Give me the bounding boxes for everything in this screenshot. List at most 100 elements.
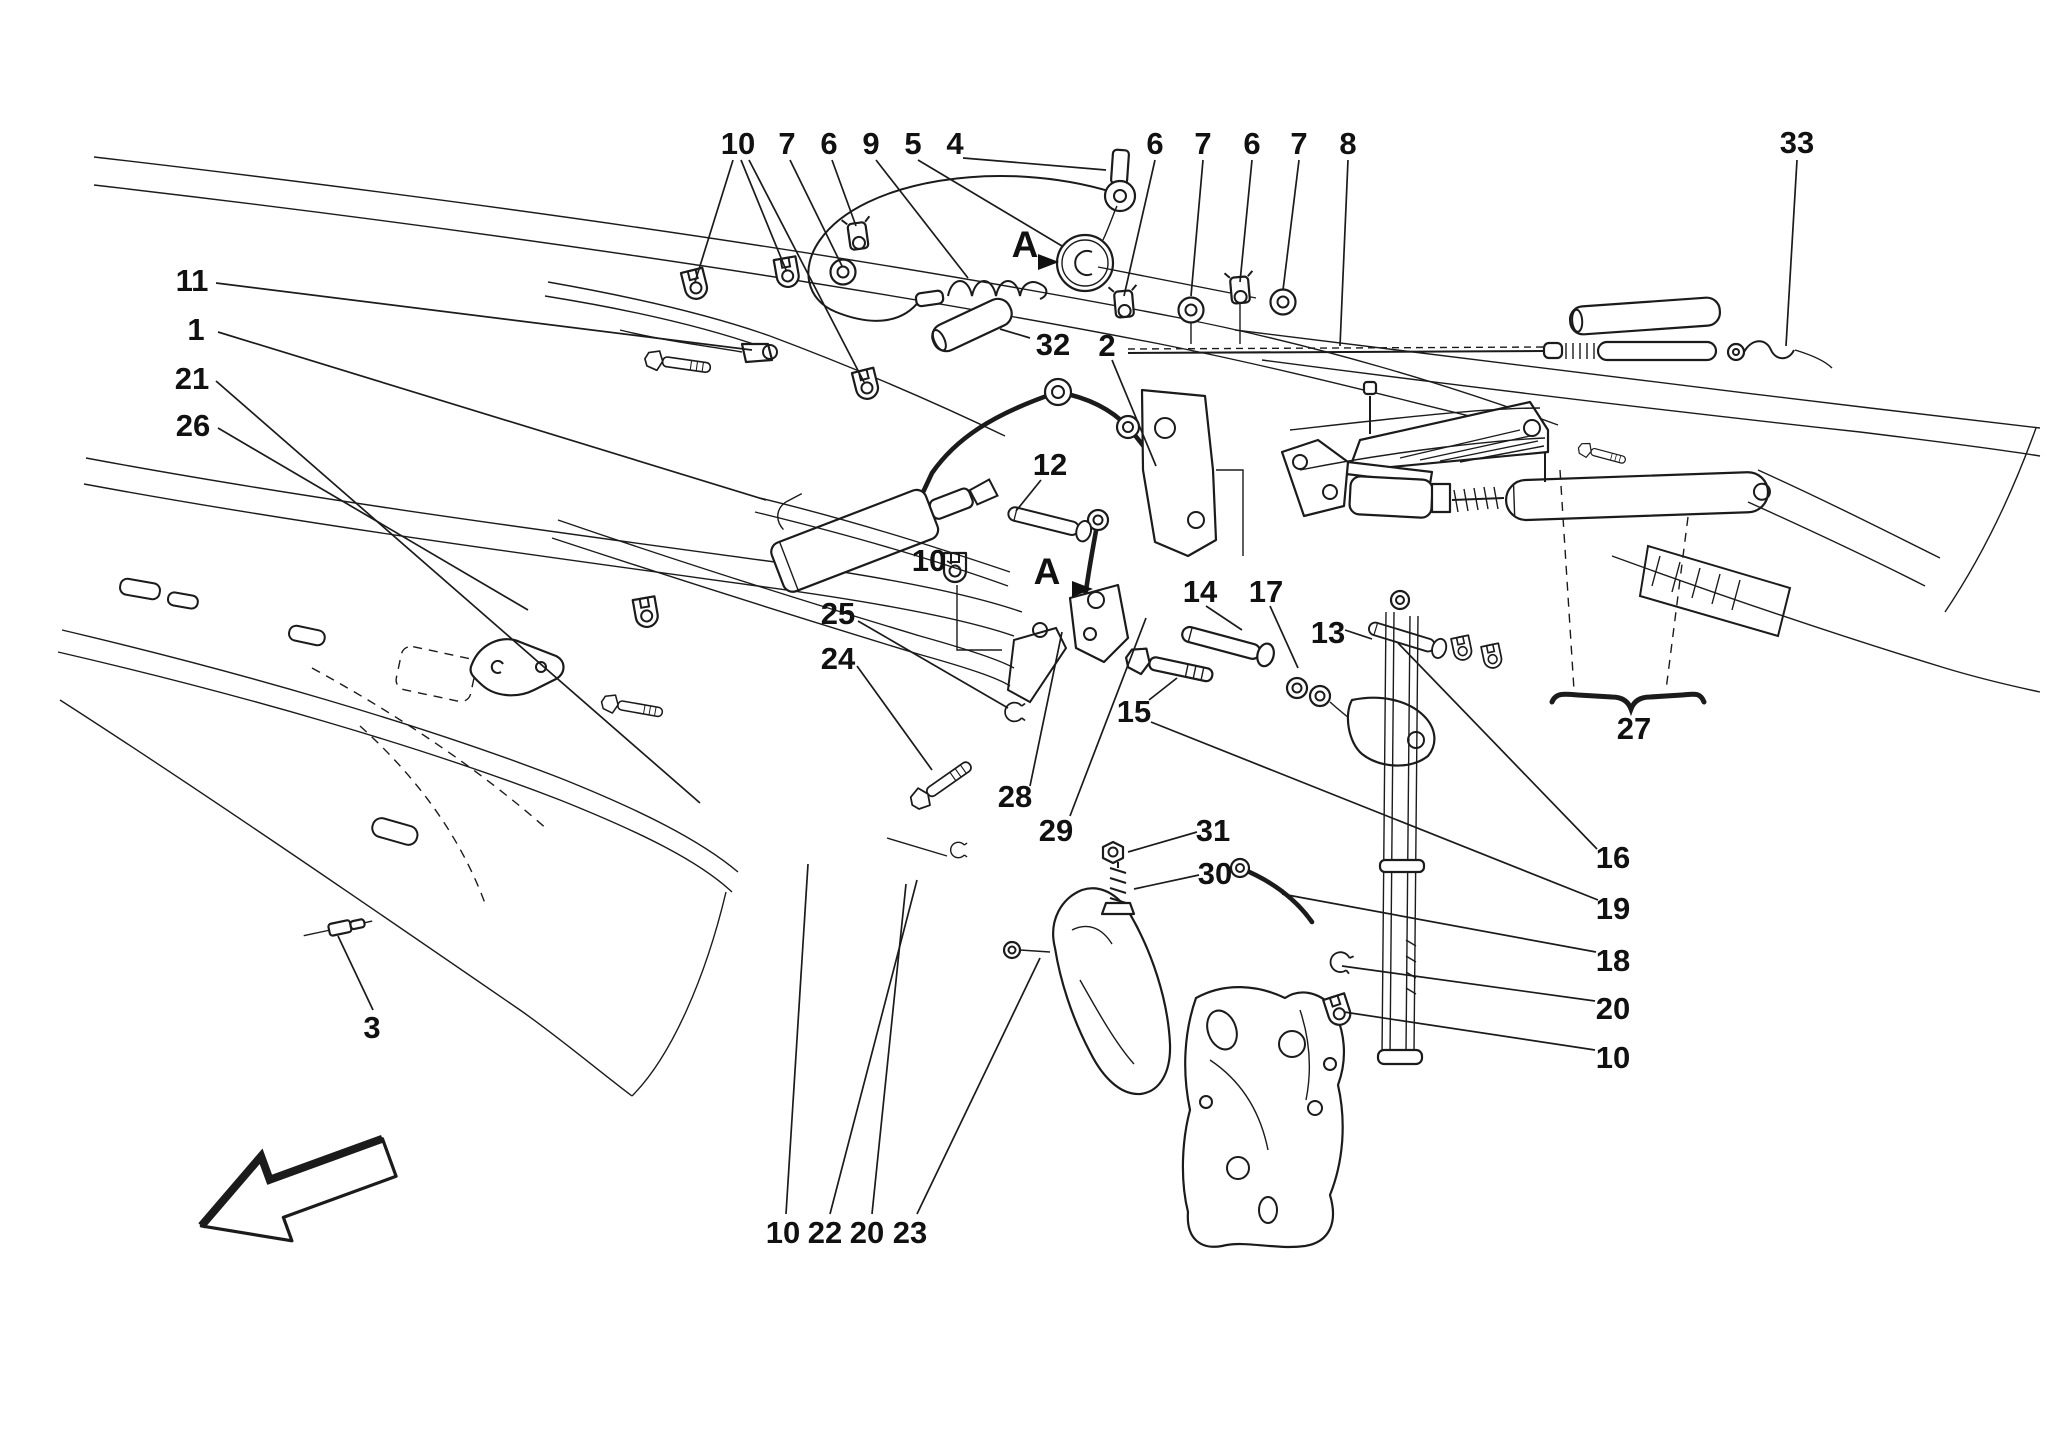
leader-line	[1127, 831, 1198, 853]
leader-line	[1785, 159, 1798, 347]
callout-label: 9	[862, 126, 879, 161]
body-outline-right	[1234, 329, 2041, 693]
cover-plate-23	[1002, 887, 1172, 1096]
callout-label: 3	[363, 1010, 380, 1045]
leader-line	[694, 159, 734, 283]
callout-label: 10	[1596, 1040, 1630, 1075]
leader-line	[1397, 642, 1598, 850]
e-clip-icon	[1327, 949, 1355, 976]
leader-line	[1150, 721, 1599, 901]
leader-line	[748, 159, 865, 383]
leader-line	[1111, 359, 1157, 467]
link-pin	[886, 837, 948, 857]
e-clip-icon	[1004, 701, 1026, 723]
leader-line	[740, 159, 787, 271]
callout-label: 16	[1596, 840, 1630, 875]
leader-line	[215, 282, 753, 351]
callout-label: 1	[187, 312, 204, 347]
callout-label: 25	[821, 596, 855, 631]
header-bow	[544, 281, 1006, 437]
spring-screw-30	[1100, 862, 1136, 916]
callout-label: 7	[778, 126, 795, 161]
cable-rod-end	[1102, 148, 1137, 241]
nut-31	[1101, 840, 1125, 865]
clip-icon	[1450, 634, 1474, 663]
callout-label: 4	[946, 126, 964, 161]
callout-label: 21	[175, 361, 209, 396]
front-roof-panel	[57, 577, 739, 1097]
lever-bolt	[1575, 440, 1628, 468]
leader-line	[217, 331, 767, 501]
clip-icon	[631, 595, 661, 630]
callout-label: 24	[821, 641, 856, 676]
bow-bolt	[642, 348, 713, 379]
callout-label: 22	[808, 1215, 842, 1250]
view-arrow-icon	[1072, 581, 1093, 597]
latch-hook	[469, 638, 565, 697]
view-marker-label: A	[1012, 224, 1039, 265]
callout-label: 10	[721, 126, 755, 161]
spring	[947, 280, 1048, 300]
callout-label: 12	[1033, 447, 1067, 482]
brace-drop-lines	[1559, 469, 1689, 691]
leader-line	[946, 560, 953, 565]
cable-clamp-icon	[840, 215, 875, 252]
actuator-cylinder-27	[1505, 471, 1771, 522]
callout-label: 6	[1146, 126, 1163, 161]
callout-label: 23	[893, 1215, 927, 1250]
callout-label: 2	[1098, 328, 1115, 363]
bell-crank	[1280, 438, 1350, 518]
cable-sleeve-32	[931, 297, 1013, 353]
leader-line	[1133, 874, 1200, 890]
frame-rails	[551, 497, 1068, 704]
leader-line	[1069, 617, 1147, 817]
pin-14	[1178, 620, 1278, 670]
callout-label: 13	[1311, 615, 1345, 650]
callout-label: 6	[820, 126, 837, 161]
link-arm-lower	[1229, 857, 1315, 925]
leader-line	[871, 883, 907, 1215]
view-marker-label: A	[1034, 551, 1061, 592]
callout-label: 11	[176, 263, 209, 298]
leader-line	[1269, 605, 1299, 669]
clip-icon	[850, 366, 882, 403]
callout-label: 31	[1196, 813, 1230, 848]
clip-icon	[772, 255, 802, 290]
callout-label: 17	[1249, 574, 1283, 609]
leader-line	[1029, 631, 1063, 787]
guide-rails	[1376, 589, 1426, 1066]
leader-line	[856, 665, 933, 771]
gearbox-bracket	[1181, 986, 1346, 1249]
leader-line	[1148, 677, 1178, 701]
leader-line	[1339, 159, 1349, 347]
callout-label: 20	[850, 1215, 884, 1250]
callout-label: 10	[766, 1215, 800, 1250]
direction-arrow	[198, 1134, 398, 1243]
leader-line	[337, 935, 374, 1011]
leader-line	[1282, 159, 1300, 291]
clip-icon	[1480, 642, 1504, 671]
callout-label: 7	[1290, 126, 1307, 161]
callout-label: 33	[1780, 125, 1814, 160]
leader-line	[1205, 605, 1243, 631]
leader-line	[1123, 159, 1156, 297]
callout-label: 14	[1183, 574, 1218, 609]
bolt-24	[905, 755, 977, 815]
leader-line	[875, 159, 969, 279]
brace-27	[1549, 691, 1707, 717]
pivot-bracket-A	[1068, 583, 1130, 664]
clip-bolt	[599, 692, 665, 723]
leader-line	[1281, 893, 1597, 953]
leader-line	[831, 159, 857, 227]
cable-clamp-icon	[1107, 283, 1141, 320]
hydraulic-cylinder	[770, 478, 999, 593]
leader-line	[789, 159, 843, 267]
leader-line	[999, 328, 1031, 339]
grommet-icon	[1177, 296, 1205, 324]
leader-line	[785, 863, 809, 1215]
callout-label: 20	[1596, 991, 1630, 1026]
callout-label: 8	[1339, 126, 1356, 161]
callout-label: 18	[1596, 943, 1630, 978]
